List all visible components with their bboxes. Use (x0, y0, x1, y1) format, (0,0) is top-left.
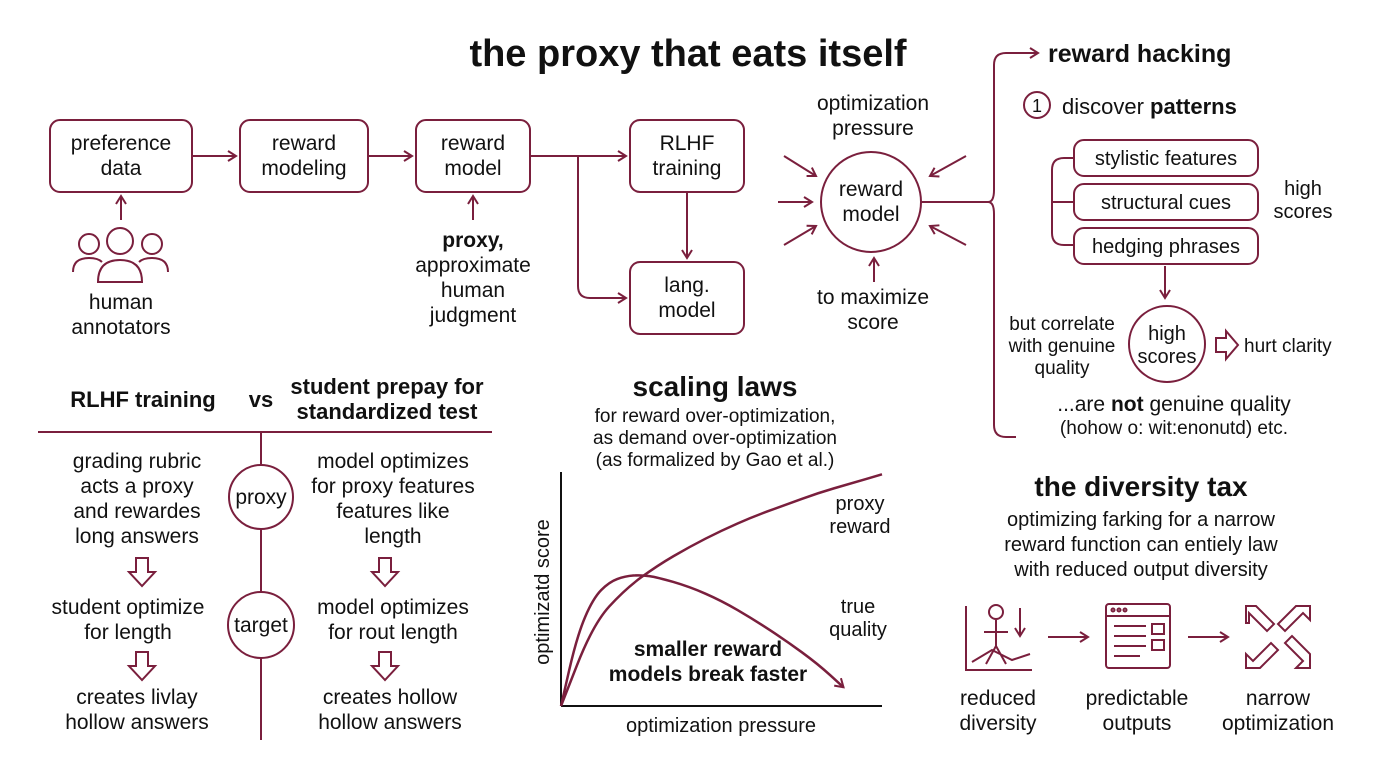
hollow-down-arrow-right-2 (369, 651, 401, 682)
predictable-outputs-icon (1105, 603, 1171, 669)
pressure-arrow-sw (783, 224, 818, 246)
diversity-icons (965, 603, 1311, 671)
reward-model-circle (820, 151, 922, 253)
scaling-chart: optimization pressure optimizatd score p… (532, 472, 891, 737)
pipeline (49, 119, 745, 335)
pressure-diagram (778, 151, 988, 282)
diversity-labels: the diversity tax optimizing farking for… (959, 471, 1334, 735)
step-one-text: discover patterns (1062, 94, 1237, 119)
x-axis-label: optimization pressure (626, 715, 816, 737)
feature-stylistic-label: stylistic features (1095, 148, 1237, 170)
hollow-down-arrow-left-1 (126, 557, 158, 588)
hacking-bracket (987, 52, 1038, 438)
step-one-number: 1 (1032, 96, 1042, 116)
hacking-labels: reward hacking 1 discover patterns styli… (1008, 40, 1333, 439)
reward-hacking-title: reward hacking (1048, 40, 1231, 68)
feature-structural-label: structural cues (1101, 192, 1231, 214)
main-title: the proxy that eats itself (469, 33, 906, 75)
pressure-arrow-nw (783, 155, 818, 177)
y-axis-label: optimizatd score (532, 519, 554, 665)
reduced-diversity-icon (965, 604, 1032, 671)
scaling-labels: scaling laws for reward over-optimizatio… (593, 371, 837, 471)
lang-model-box (629, 261, 745, 335)
features-branch (1051, 157, 1074, 246)
not-genuine-label: ...are not genuine quality (1057, 393, 1291, 416)
proxy-reward-curve (559, 473, 883, 707)
high-scores-circle (1128, 305, 1206, 383)
scaling-subtitle: for reward over-optimization,as demand o… (593, 406, 837, 471)
lang-model-label: lang.model (658, 274, 715, 322)
narrow-optimization-icon (1245, 605, 1311, 669)
reward-model-box (415, 119, 531, 193)
left-header: RLHF training (70, 387, 215, 412)
comparison-lines (38, 431, 492, 740)
rlhf-training-box (629, 119, 745, 193)
hollow-down-arrow-left-2 (126, 651, 158, 682)
preference-data-box (49, 119, 193, 193)
feature-box-hedging (1073, 227, 1259, 265)
step-one-badge (1023, 91, 1051, 119)
proxy-note-bold: proxy, (442, 229, 503, 252)
true-quality-curve (559, 574, 845, 707)
etc-label: (hohow o: wit:enonutd) etc. (1060, 418, 1288, 439)
pressure-arrow-ne (928, 155, 967, 178)
reward-modeling-box (239, 119, 369, 193)
feature-hedging-label: hedging phrases (1092, 236, 1240, 258)
pressure-arrow-se (928, 224, 967, 246)
feature-box-stylistic (1073, 139, 1259, 177)
feature-box-structural (1073, 183, 1259, 221)
proxy-node-label: proxy (235, 486, 287, 509)
hollow-down-arrow-right-1 (369, 557, 401, 588)
annotators-icon (72, 227, 169, 283)
arrow-model-to-lang (577, 156, 628, 304)
diversity-title: the diversity tax (1034, 471, 1248, 502)
scaling-title: scaling laws (633, 371, 798, 402)
vs-label: vs (249, 387, 273, 412)
hollow-arrow-hurt (1215, 328, 1240, 362)
hurt-clarity-label: hurt clarity (1244, 336, 1332, 357)
hacking-lines (987, 47, 1259, 438)
target-node-label: target (234, 614, 288, 637)
